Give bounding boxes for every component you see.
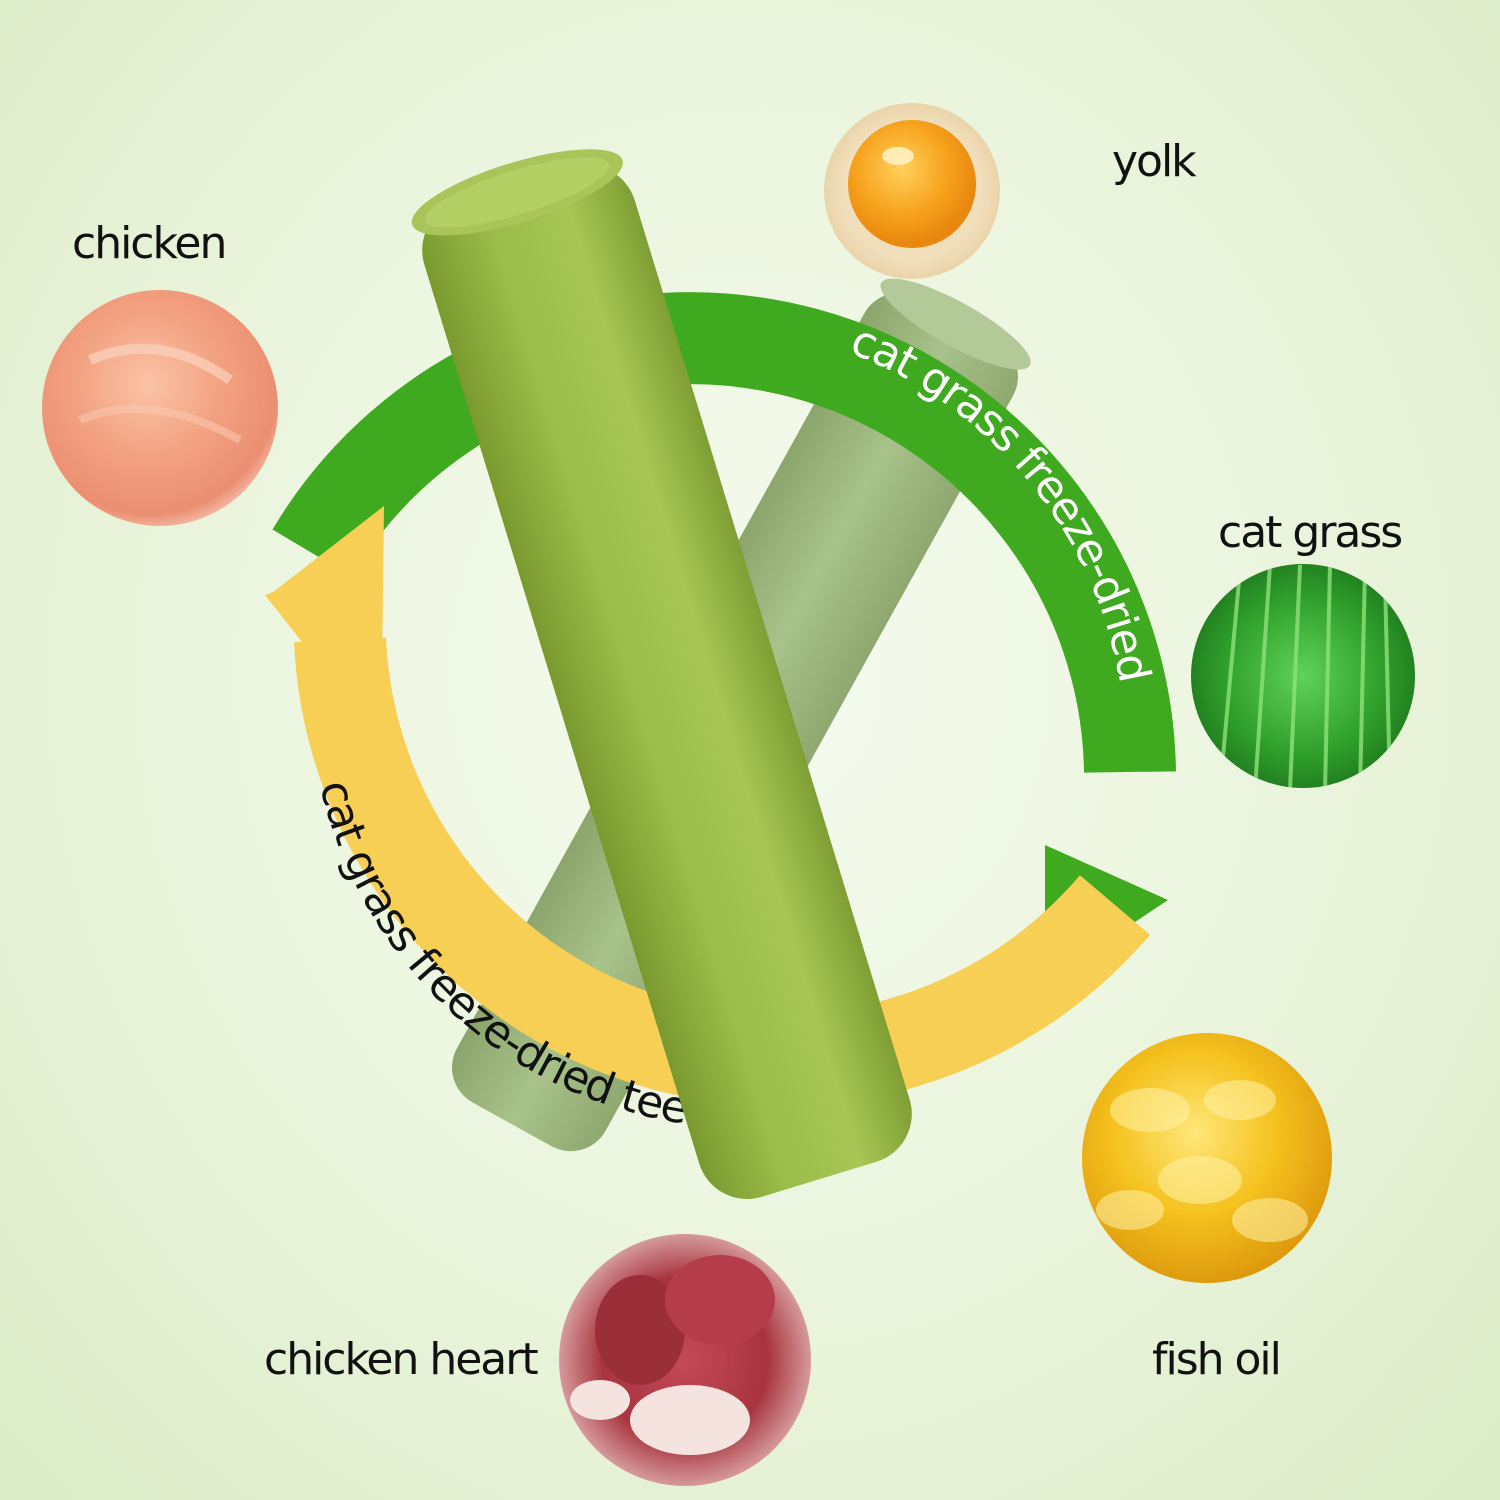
chicken-image	[42, 290, 278, 526]
yolk-label: yolk	[1112, 136, 1197, 187]
fish-oil-image	[1082, 1033, 1332, 1283]
stick-front	[411, 149, 912, 1200]
cat-grass-image	[1191, 564, 1415, 788]
yolk-image	[824, 103, 1000, 279]
chicken-heart-image	[559, 1234, 811, 1486]
fish-oil-label: fish oil	[1152, 1334, 1282, 1385]
chicken-heart-label: chicken heart	[264, 1334, 539, 1385]
cat-grass-label: cat grass	[1218, 507, 1403, 558]
chicken-label: chicken	[72, 218, 227, 269]
